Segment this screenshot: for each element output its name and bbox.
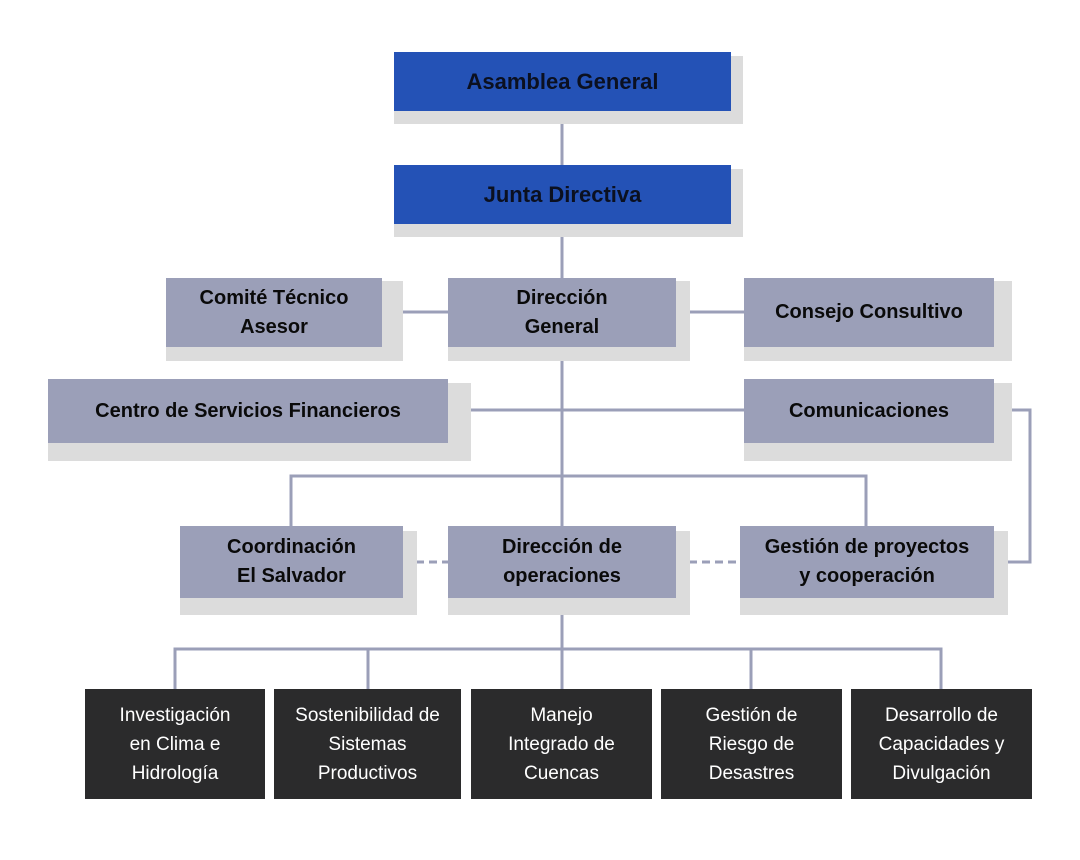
node-manejo-cuencas: Manejo Integrado de Cuencas xyxy=(471,689,652,799)
connector-comunicaciones-gestion xyxy=(994,408,1032,564)
node-gestion-riesgo: Gestión de Riesgo de Desastres xyxy=(661,689,842,799)
node-sostenibilidad-sistemas: Sostenibilidad de Sistemas Productivos xyxy=(274,689,461,799)
connector-ops-branch xyxy=(289,474,868,526)
connector-units-bar xyxy=(173,647,943,689)
node-consejo-consultivo: Consejo Consultivo xyxy=(744,278,994,347)
node-investigacion-clima: Investigación en Clima e Hidrología xyxy=(85,689,265,799)
node-direccion-operaciones: Dirección de operaciones xyxy=(448,526,676,598)
node-comunicaciones: Comunicaciones xyxy=(744,379,994,443)
node-gestion-proyectos: Gestión de proyectos y cooperación xyxy=(740,526,994,598)
node-centro-servicios-financieros: Centro de Servicios Financieros xyxy=(48,379,448,443)
node-desarrollo-capacidades: Desarrollo de Capacidades y Divulgación xyxy=(851,689,1032,799)
node-coordinacion-el-salvador: Coordinación El Salvador xyxy=(180,526,403,598)
node-asamblea-general: Asamblea General xyxy=(394,52,731,111)
node-direccion-general: Dirección General xyxy=(448,278,676,347)
node-junta-directiva: Junta Directiva xyxy=(394,165,731,224)
node-comite-tecnico-asesor: Comité Técnico Asesor xyxy=(166,278,382,347)
